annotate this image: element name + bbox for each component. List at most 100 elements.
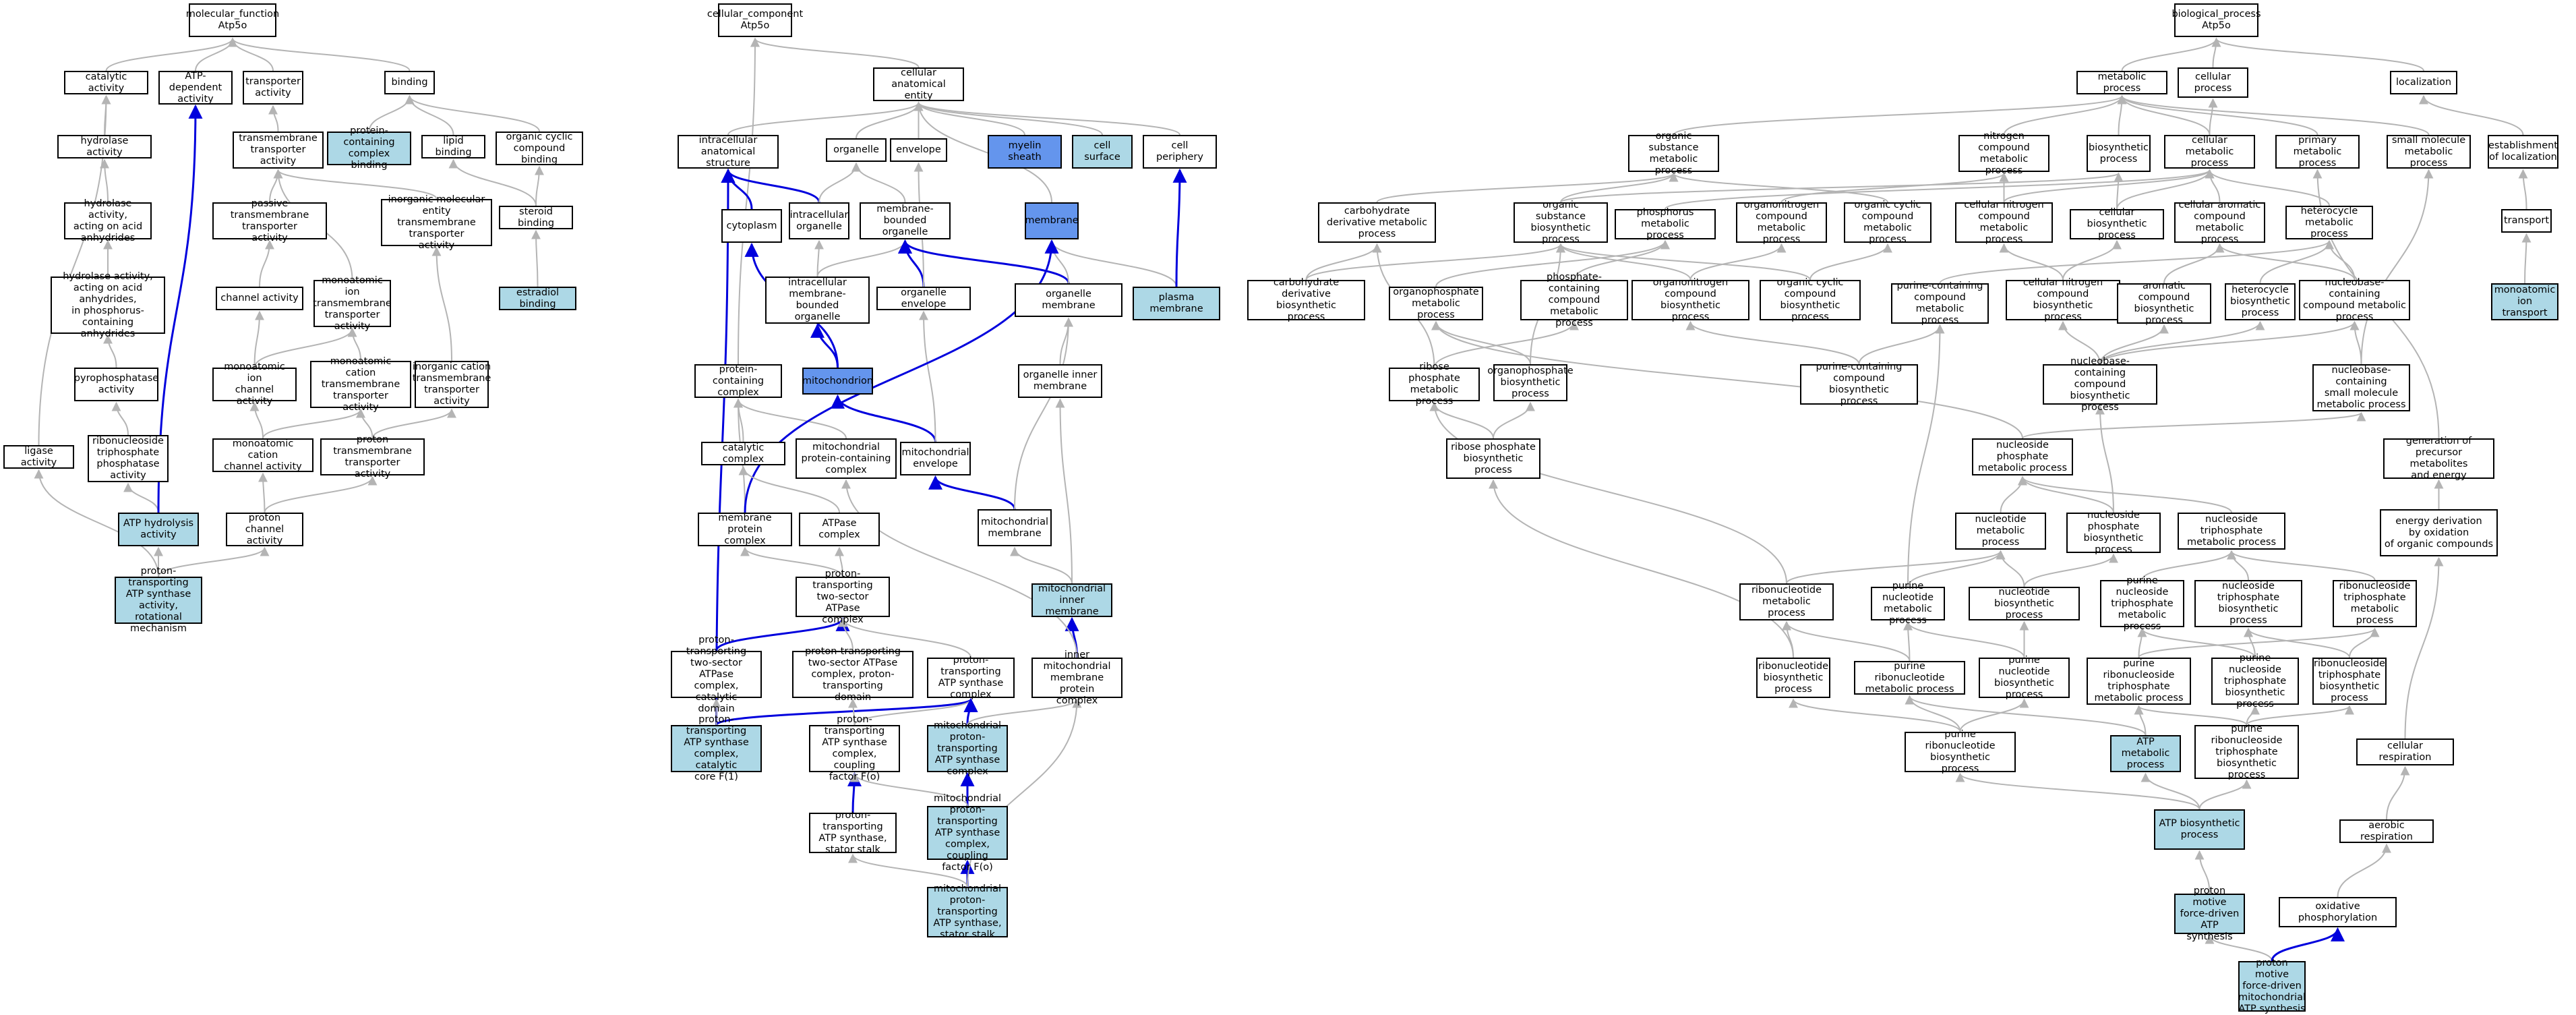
go-term-node-mitoenv[interactable]: mitochondrial envelope [900,442,971,475]
go-term-node-imbo[interactable]: intracellular membrane-bounded organelle [765,277,870,324]
go-term-node-orgenv[interactable]: organelle envelope [876,287,971,310]
go-term-node-carbder[interactable]: carbohydrate derivative metabolic proces… [1318,202,1436,243]
go-term-node-mf[interactable]: molecular_function Atp5o [186,3,279,37]
go-term-node-purntpbio[interactable]: purine nucleoside triphosphate biosynthe… [2211,653,2299,709]
go-term-node-primmet[interactable]: primary metabolic process [2275,135,2360,169]
go-term-node-cae[interactable]: cellular anatomical entity [873,67,964,101]
go-term-node-purcont[interactable]: purine-containing compound metabolic pro… [1891,281,1989,326]
go-term-node-ptasc[interactable]: proton-transporting ATP synthase complex [927,655,1015,700]
go-term-node-ptstator[interactable]: proton-transporting ATP synthase, stator… [809,810,897,855]
go-term-node-transport[interactable]: transport [2501,209,2552,233]
go-term-node-steroid[interactable]: steroid binding [499,206,573,229]
go-term-node-estloc[interactable]: establishment of localization [2488,135,2558,169]
go-term-node-mito[interactable]: mitochondrion [802,368,873,395]
go-term-node-plasmamem[interactable]: plasma membrane [1133,287,1220,320]
go-term-node-cellbio[interactable]: cellular biosynthetic process [2070,207,2164,241]
go-term-node-passive[interactable]: passive transmembrane transporter activi… [212,198,327,243]
go-term-node-orgmem[interactable]: organelle membrane [1015,283,1122,317]
go-term-node-pmfmito[interactable]: proton motive force-driven mitochondrial… [2238,958,2306,1014]
go-term-node-ntphosmet[interactable]: nucleoside phosphate metabolic process [1972,438,2073,475]
go-term-node-ptcoupling[interactable]: proton-transporting ATP synthase complex… [809,714,900,782]
go-term-node-ptcatcore[interactable]: proton-transporting ATP synthase complex… [671,714,762,782]
go-term-node-cellresp[interactable]: cellular respiration [2356,738,2454,765]
go-term-node-innermitopc[interactable]: inner mitochondrial membrane protein com… [1031,649,1122,706]
go-term-node-ribphosbio[interactable]: ribose phosphate biosynthetic process [1446,438,1540,479]
go-term-node-myelin[interactable]: myelin sheath [988,135,1062,169]
go-term-node-rntpmet[interactable]: ribonucleoside triphosphate metabolic pr… [2333,580,2417,627]
go-term-node-inorgmol[interactable]: inorganic molecular entity transmembrane… [381,194,492,251]
go-term-node-mitopcc[interactable]: mitochondrial protein-containing complex [796,438,897,479]
go-term-node-cellper[interactable]: cell periphery [1143,135,1217,169]
go-term-node-mpc[interactable]: membrane protein complex [698,513,792,546]
go-term-node-phoscont[interactable]: phosphate-containing compound metabolic … [1520,272,1628,328]
go-term-node-ptrot[interactable]: proton-transporting ATP synthase activit… [115,566,202,634]
go-term-node-phosmet[interactable]: phosphorus metabolic process [1615,207,1716,241]
go-term-node-pcb[interactable]: protein-containing complex binding [327,125,411,171]
go-term-node-pmfatp[interactable]: proton motive force-driven ATP synthesis [2174,886,2245,942]
go-term-node-carbderbio[interactable]: carbohydrate derivative biosynthetic pro… [1247,277,1365,322]
go-term-node-purrntpbio[interactable]: purine ribonucleoside triphosphate biosy… [2194,724,2299,780]
go-term-node-purribbio[interactable]: purine ribonucleotide biosynthetic proce… [1905,729,2016,774]
go-term-node-organelle[interactable]: organelle [826,138,887,162]
go-term-node-purcontbio[interactable]: purine-containing compound biosynthetic … [1800,361,1918,407]
go-term-node-ribonmet[interactable]: ribonucleotide metabolic process [1739,583,1834,620]
go-term-node-ntmet[interactable]: nucleotide metabolic process [1955,513,2046,550]
go-term-node-nbsmall[interactable]: nucleobase-containing small molecule met… [2312,364,2410,411]
go-term-node-oxphos[interactable]: oxidative phosphorylation [2279,897,2397,927]
go-term-node-atpbio[interactable]: ATP biosynthetic process [2154,809,2245,850]
go-term-node-ntpmet[interactable]: nucleoside triphosphate metabolic proces… [2178,513,2285,550]
go-term-node-cellproc[interactable]: cellular process [2178,67,2248,98]
go-term-node-aerobic[interactable]: aerobic respiration [2339,819,2434,843]
go-term-node-genprec[interactable]: generation of precursor metabolites and … [2383,436,2494,481]
go-term-node-hetmet[interactable]: heterocycle metabolic process [2285,206,2373,239]
go-term-node-mitoptasc[interactable]: mitochondrial proton-transporting ATP sy… [927,720,1008,777]
go-term-node-hydro[interactable]: hydrolase activity [57,135,152,158]
go-term-node-pt2s[interactable]: proton-transporting two-sector ATPase co… [796,569,890,625]
go-term-node-atpmet[interactable]: ATP metabolic process [2110,735,2181,772]
go-term-node-envelope[interactable]: envelope [890,138,947,162]
go-term-node-ntphosbio[interactable]: nucleoside phosphate biosynthetic proces… [2066,510,2161,555]
go-term-node-bp[interactable]: biological_process Atp5o [2171,3,2261,37]
go-term-node-mitostator[interactable]: mitochondrial proton-transporting ATP sy… [927,883,1008,940]
go-term-node-protonch[interactable]: proton channel activity [226,513,303,546]
go-term-node-orgphosmet[interactable]: organophosphate metabolic process [1389,287,1483,320]
go-term-node-cytoplasm[interactable]: cytoplasm [721,209,782,243]
go-term-node-atpdep[interactable]: ATP-dependent activity [158,71,233,105]
go-term-node-inorgcat[interactable]: inorganic cation transmembrane transport… [412,361,491,408]
go-term-node-trans[interactable]: transporter activity [243,71,303,105]
go-term-node-orgphosbio[interactable]: organophosphate biosynthetic process [1487,364,1574,401]
go-term-node-estradiol[interactable]: estradiol binding [499,287,576,310]
go-term-node-hyacid[interactable]: hydrolase activity, acting on acid anhyd… [64,198,152,243]
go-term-node-metab[interactable]: metabolic process [2076,71,2167,94]
go-term-node-ncmp[interactable]: nitrogen compound metabolic process [1958,131,2049,176]
go-term-node-mbo[interactable]: membrane-bounded organelle [860,202,951,239]
go-term-node-hetbio[interactable]: heterocycle biosynthetic process [2225,283,2296,320]
go-term-node-ribonbio[interactable]: ribonucleotide biosynthetic process [1756,658,1830,698]
go-term-node-ocycbio[interactable]: organic cyclic compound biosynthetic pro… [1760,277,1861,322]
go-term-node-osmp[interactable]: organic substance metabolic process [1628,131,1719,176]
go-term-node-mitomem[interactable]: mitochondrial membrane [978,509,1052,546]
go-term-node-ntpbio[interactable]: nucleoside triphosphate biosynthetic pro… [2194,580,2302,627]
go-term-node-biosyn[interactable]: biosynthetic process [2087,135,2151,172]
go-term-node-ias[interactable]: intracellular anatomical structure [678,135,779,169]
go-term-node-ntbio[interactable]: nucleotide biosynthetic process [1969,587,2080,620]
go-term-node-cellarom[interactable]: cellular aromatic compound metabolic pro… [2174,200,2265,245]
go-term-node-tmt[interactable]: transmembrane transporter activity [233,132,324,169]
go-term-node-orgnitmet[interactable]: organonitrogen compound metabolic proces… [1736,200,1827,245]
go-term-node-purribmet[interactable]: purine ribonucleotide metabolic process [1854,661,1965,695]
go-term-node-mitocoupling[interactable]: mitochondrial proton-transporting ATP sy… [927,793,1008,873]
go-term-node-arombio[interactable]: aromatic compound biosynthetic process [2117,281,2211,326]
go-term-node-cellsurf[interactable]: cell surface [1072,135,1133,169]
go-term-node-ligase[interactable]: ligase activity [3,445,74,469]
go-term-node-local[interactable]: localization [2390,71,2457,94]
go-term-node-protontmt[interactable]: proton transmembrane transporter activit… [320,434,425,480]
go-term-node-monocatch[interactable]: monoatomic cation channel activity [212,438,313,472]
go-term-node-ribphosmet[interactable]: ribose phosphate metabolic process [1389,361,1480,407]
go-term-node-purrntpmet[interactable]: purine ribonucleoside triphosphate metab… [2087,658,2191,705]
go-term-node-energy[interactable]: energy derivation by oxidation of organi… [2380,509,2498,556]
go-term-node-orgnitbio[interactable]: organonitrogen compound biosynthetic pro… [1631,277,1749,322]
go-term-node-membrane[interactable]: membrane [1025,202,1079,239]
go-term-node-mitoinner[interactable]: mitochondrial inner membrane [1031,583,1112,617]
go-term-node-channel[interactable]: channel activity [216,287,303,310]
go-term-node-atphyd[interactable]: ATP hydrolysis activity [118,513,199,546]
